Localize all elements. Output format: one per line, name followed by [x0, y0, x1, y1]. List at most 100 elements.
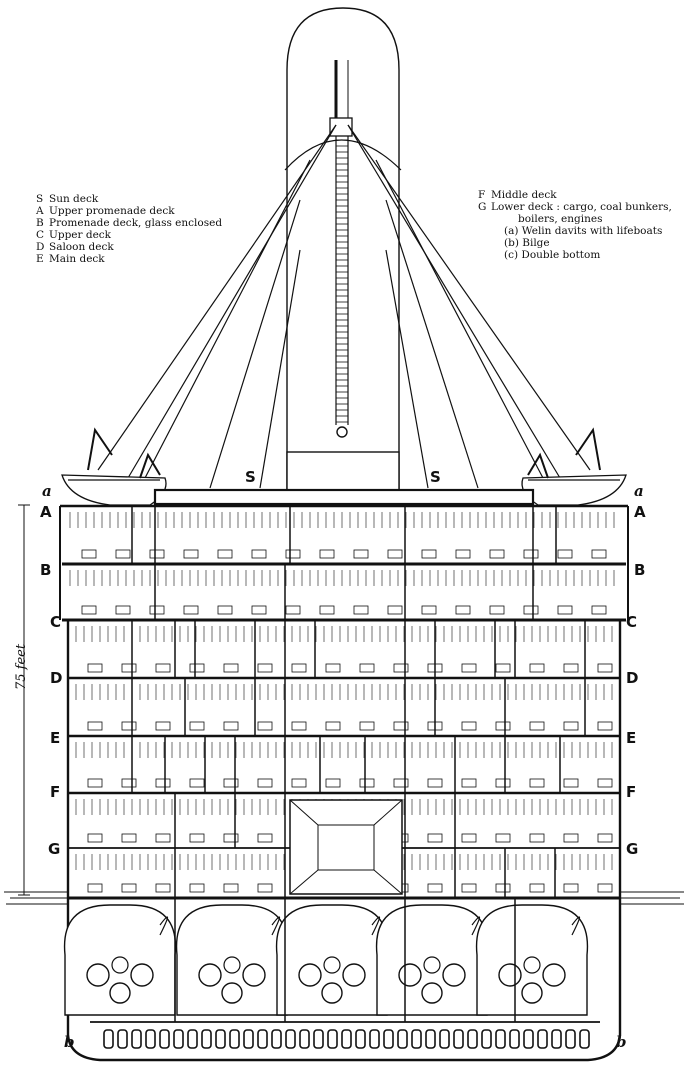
legend-right-text: boilers, engines — [518, 213, 603, 225]
shaft-perspective — [373, 869, 403, 895]
boiler-furnace — [323, 956, 341, 974]
furniture — [563, 883, 579, 893]
deck-label-d-left: D — [50, 669, 63, 687]
legend-right-key: F — [478, 189, 486, 201]
double-bottom-cell — [579, 1029, 590, 1049]
furniture — [223, 883, 239, 893]
boiler-furnace — [86, 963, 110, 987]
funnel-stays — [97, 124, 591, 489]
furniture — [427, 833, 443, 843]
furniture — [81, 549, 97, 559]
deck-label-s-left: S — [245, 468, 256, 486]
boiler-furnace — [242, 963, 266, 987]
furniture — [183, 549, 199, 559]
furniture — [461, 833, 477, 843]
furniture — [597, 721, 613, 731]
bilge-label-right: b — [616, 1033, 627, 1051]
furniture — [495, 833, 511, 843]
double-bottom-cell — [425, 1029, 436, 1049]
legend-right-row: boilers, engines — [478, 213, 672, 225]
double-bottom-cell — [215, 1029, 226, 1049]
furniture — [529, 883, 545, 893]
bilge-label-left: b — [64, 1033, 75, 1051]
boiler-uptake — [371, 916, 381, 936]
shaft-perspective — [289, 799, 319, 826]
deck-label-e-right: E — [626, 729, 637, 747]
double-bottom-cell — [453, 1029, 464, 1049]
boiler-furnace — [423, 956, 441, 974]
furniture — [461, 663, 477, 673]
furniture — [121, 833, 137, 843]
furniture — [563, 663, 579, 673]
double-bottom-cell — [509, 1029, 520, 1049]
boiler — [63, 904, 177, 1016]
boiler — [375, 904, 489, 1016]
shaft-back-wall — [317, 824, 375, 871]
furniture — [291, 721, 307, 731]
boiler-furnace — [442, 963, 466, 987]
interior-cabins — [69, 506, 615, 898]
deck-label-d-right: D — [626, 669, 639, 687]
furniture — [427, 721, 443, 731]
furniture — [115, 605, 131, 615]
furniture — [353, 549, 369, 559]
legend-left-key: E — [36, 253, 44, 265]
double-bottom-cell — [187, 1029, 198, 1049]
furniture — [223, 721, 239, 731]
double-bottom-cell — [243, 1029, 254, 1049]
boiler-furnace — [198, 963, 222, 987]
boiler-uptake — [159, 916, 169, 936]
furniture — [455, 605, 471, 615]
furniture — [495, 721, 511, 731]
deck-label-f-left: F — [50, 783, 61, 801]
furniture — [393, 778, 409, 788]
furniture — [189, 778, 205, 788]
double-bottom-cell — [299, 1029, 310, 1049]
furniture — [495, 883, 511, 893]
double-bottom-cell — [173, 1029, 184, 1049]
double-bottom-cell — [565, 1029, 576, 1049]
legend-left-text: Promenade deck, glass enclosed — [49, 217, 223, 229]
double-bottom-cell — [145, 1029, 156, 1049]
boiler-shell — [175, 904, 289, 1016]
scale-bar — [18, 504, 30, 896]
boiler-furnace — [223, 956, 241, 974]
legend-left-key: A — [36, 205, 44, 217]
furniture — [461, 883, 477, 893]
boiler-furnace — [398, 963, 422, 987]
furniture — [455, 549, 471, 559]
double-bottom-cell — [523, 1029, 534, 1049]
double-bottom-cell — [117, 1029, 128, 1049]
legend-right-text: Lower deck : cargo, coal bunkers, — [491, 201, 672, 213]
furniture — [529, 721, 545, 731]
furniture — [387, 605, 403, 615]
furniture — [257, 663, 273, 673]
boiler-furnace — [421, 982, 443, 1004]
furniture — [427, 883, 443, 893]
furniture — [121, 721, 137, 731]
deck-label-c-right: C — [626, 613, 638, 631]
furniture — [359, 721, 375, 731]
legend-right-row: (a) Welin davits with lifeboats — [478, 225, 672, 237]
legend-right-text: (b) Bilge — [504, 237, 550, 249]
furniture — [87, 883, 103, 893]
deck-label-b-left: B — [40, 561, 52, 579]
furniture — [597, 778, 613, 788]
boiler — [475, 904, 589, 1016]
furniture — [257, 721, 273, 731]
legend-left-key: D — [36, 241, 45, 253]
legend-right-text: (c) Double bottom — [504, 249, 601, 261]
furniture — [81, 605, 97, 615]
deck-label-f-right: F — [626, 783, 637, 801]
double-bottom-cell — [327, 1029, 338, 1049]
legend-right-row: (b) Bilge — [478, 237, 672, 249]
furniture — [495, 663, 511, 673]
double-bottom-cell — [159, 1029, 170, 1049]
furniture — [189, 833, 205, 843]
legend-left-key: C — [36, 229, 45, 241]
